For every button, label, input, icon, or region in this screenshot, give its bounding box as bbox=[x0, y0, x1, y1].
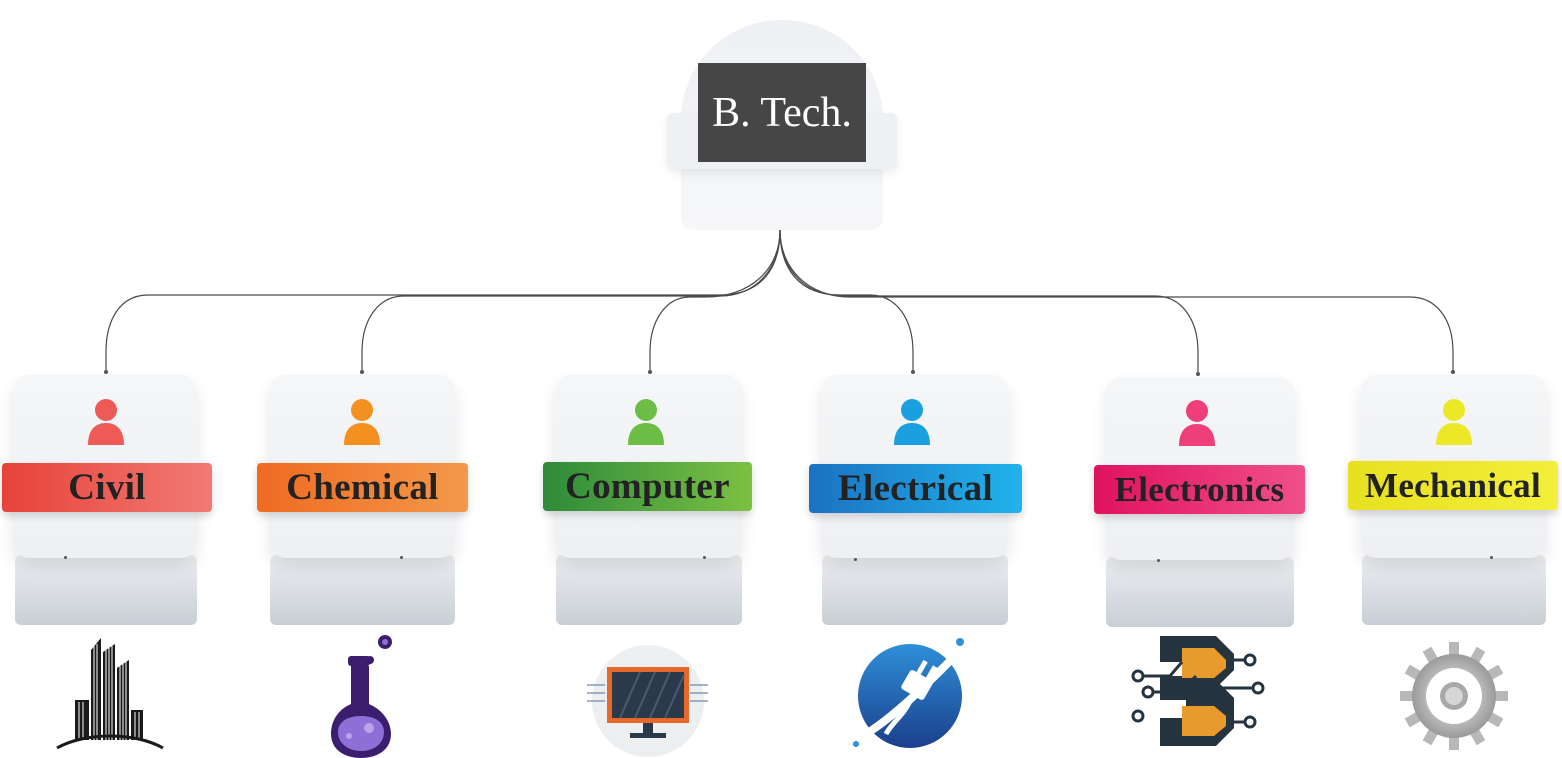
root-label: B. Tech. bbox=[712, 89, 852, 136]
person-icon bbox=[894, 399, 930, 445]
card-backdrop bbox=[822, 555, 1008, 625]
small-dot bbox=[64, 556, 67, 559]
branch-text: Electronics bbox=[1114, 469, 1285, 509]
circuit-icon bbox=[1131, 636, 1265, 746]
branch-text: Electrical bbox=[837, 468, 994, 509]
building-icon bbox=[56, 638, 164, 750]
branch-label-chemical: Chemical bbox=[257, 463, 468, 512]
connector-dot bbox=[1196, 372, 1200, 376]
small-dot bbox=[1157, 559, 1160, 562]
connector-dot bbox=[1451, 370, 1455, 374]
branch-label-civil: Civil bbox=[2, 463, 212, 512]
branch-label-electrical: Electrical bbox=[809, 464, 1022, 513]
card-backdrop bbox=[556, 555, 742, 625]
person-icon bbox=[344, 399, 380, 445]
person-icon bbox=[1179, 400, 1215, 446]
small-dot bbox=[1490, 556, 1493, 559]
branch-text: Chemical bbox=[286, 467, 439, 508]
connector-dot bbox=[648, 370, 652, 374]
monitor-icon bbox=[587, 645, 708, 757]
plug-icon bbox=[853, 637, 973, 748]
branch-label-electronics: Electronics bbox=[1094, 465, 1305, 514]
flask-icon bbox=[331, 635, 392, 758]
branch-text: Computer bbox=[565, 466, 730, 507]
root-node: B. Tech. bbox=[698, 63, 866, 162]
gear-icon bbox=[1400, 642, 1508, 750]
branch-text: Civil bbox=[68, 467, 146, 508]
branch-label-computer: Computer bbox=[543, 462, 752, 511]
small-dot bbox=[854, 558, 857, 561]
card-backdrop bbox=[270, 555, 455, 625]
connector-dot bbox=[104, 370, 108, 374]
person-icon bbox=[88, 399, 124, 445]
branch-text: Mechanical bbox=[1364, 465, 1542, 505]
person-icon bbox=[1436, 399, 1472, 445]
small-dot bbox=[703, 556, 706, 559]
connector-dot bbox=[911, 370, 915, 374]
person-icon bbox=[628, 399, 664, 445]
card-backdrop bbox=[1362, 555, 1546, 625]
connector-dot bbox=[360, 370, 364, 374]
branch-label-mechanical: Mechanical bbox=[1348, 461, 1558, 510]
card-backdrop bbox=[1106, 557, 1294, 627]
small-dot bbox=[400, 556, 403, 559]
card-backdrop bbox=[15, 555, 197, 625]
